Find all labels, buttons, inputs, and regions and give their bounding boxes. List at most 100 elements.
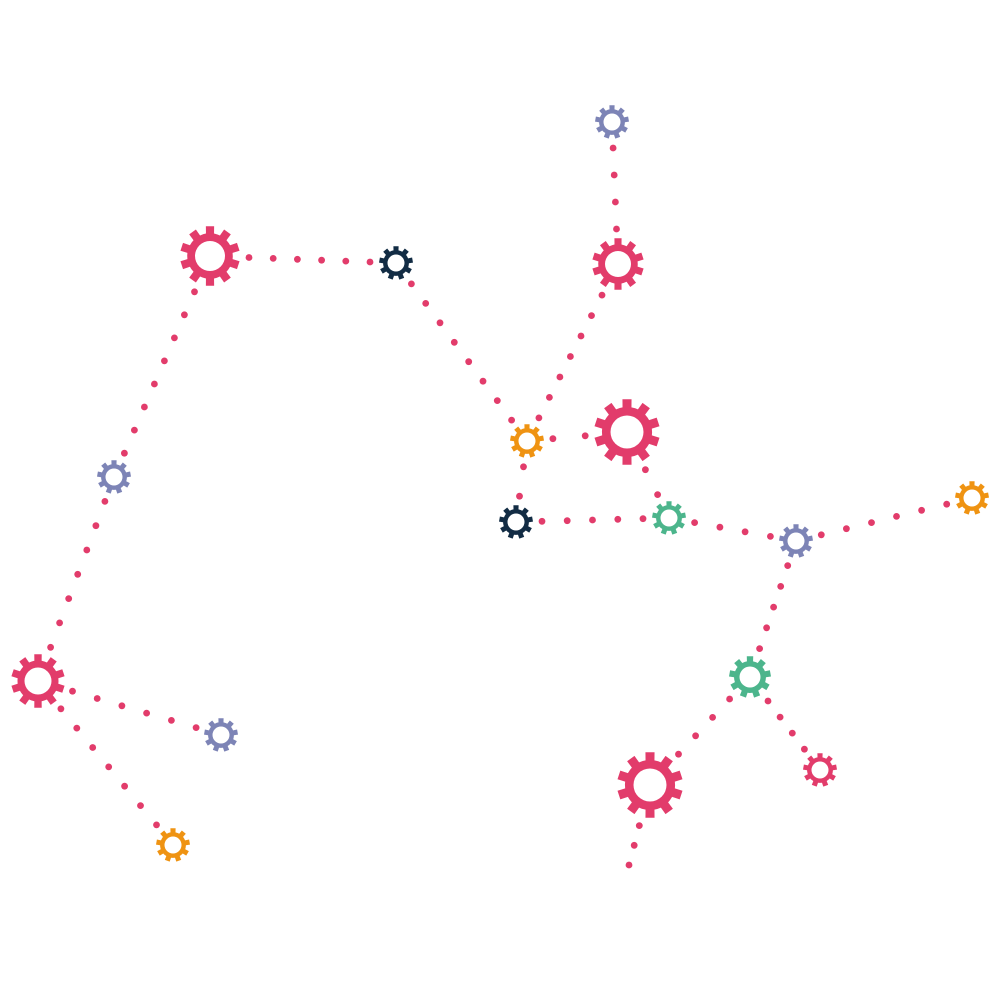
link-dot	[69, 687, 76, 695]
link-dot	[726, 695, 733, 703]
link-dot	[612, 198, 619, 206]
gear-hole	[387, 254, 405, 272]
link-dot	[118, 702, 126, 710]
link-dot	[269, 255, 277, 262]
link-dot	[141, 403, 148, 411]
link-n3-n4	[609, 144, 620, 233]
gear-icon	[97, 460, 131, 494]
gear-icon	[510, 424, 544, 458]
link-dot	[588, 312, 595, 319]
link-dot	[436, 319, 444, 327]
link-dot	[763, 624, 770, 632]
link-n2-n5	[408, 280, 515, 424]
link-dot	[776, 713, 784, 721]
link-dot	[654, 491, 661, 498]
link-dot	[610, 171, 618, 179]
link-dot	[546, 394, 553, 401]
link-dot	[535, 414, 543, 422]
link-dot	[161, 357, 168, 365]
link-dot	[563, 517, 571, 525]
link-dot	[598, 291, 606, 299]
link-dot	[73, 724, 81, 732]
link-dot	[567, 353, 574, 360]
link-dot	[479, 377, 487, 385]
gear-hole	[105, 468, 123, 486]
link-dot	[868, 519, 875, 526]
link-dot	[56, 619, 63, 627]
link-dot	[450, 338, 458, 346]
gear-hole	[195, 241, 225, 271]
link-dot	[817, 531, 825, 539]
link-dot	[784, 562, 792, 569]
link-dot	[342, 257, 350, 265]
link-dot	[121, 782, 128, 790]
link-n1-n2	[245, 254, 374, 266]
link-dot	[691, 519, 698, 526]
link-dot	[143, 709, 151, 717]
link-dot	[92, 522, 100, 530]
link-dot	[918, 506, 925, 514]
link-dot	[770, 603, 777, 611]
link-dot	[171, 334, 178, 342]
link-dot	[294, 255, 301, 263]
gear-icon	[499, 505, 533, 539]
link-dot	[105, 763, 113, 771]
link-dot	[943, 500, 951, 508]
link-dot	[83, 546, 91, 554]
gear-hole	[787, 532, 805, 550]
gear-hole	[212, 726, 230, 744]
link-dot	[245, 254, 253, 261]
gear-hole	[24, 667, 52, 695]
gear-icon	[955, 481, 989, 515]
link-dot	[366, 258, 374, 266]
gear-hole	[610, 415, 644, 449]
gear-icon	[729, 656, 771, 698]
gear-icon	[11, 654, 65, 708]
link-dot	[516, 492, 523, 500]
link-dot	[709, 714, 716, 721]
nodes-layer	[11, 105, 989, 862]
link-dot	[893, 513, 900, 520]
link-n1-n14	[121, 288, 198, 457]
link-dot	[635, 822, 643, 829]
gear-icon	[652, 501, 686, 535]
link-dot	[843, 525, 850, 533]
link-n8-n9	[691, 519, 774, 540]
link-dot	[692, 732, 699, 740]
link-dot	[408, 280, 415, 288]
link-dot	[74, 570, 82, 578]
link-n6-n8	[642, 466, 661, 498]
link-n15-n17	[57, 705, 160, 829]
link-dot	[57, 705, 65, 713]
link-dot	[191, 288, 198, 296]
gear-icon	[379, 246, 413, 280]
gear-hole	[164, 836, 182, 854]
link-dot	[318, 256, 325, 264]
link-dot	[741, 528, 749, 536]
link-dot	[181, 311, 188, 319]
link-n5-n7	[516, 463, 527, 500]
link-n11-n13	[675, 695, 733, 758]
gear-icon	[180, 226, 240, 286]
gear-icon	[204, 718, 238, 752]
link-dot	[151, 380, 158, 388]
link-n7-n8	[538, 515, 647, 525]
gear-hole	[603, 113, 621, 131]
link-dot	[89, 744, 97, 751]
link-dot	[801, 745, 808, 753]
link-dot	[549, 435, 557, 443]
link-n4-n5	[535, 291, 606, 422]
link-n9-n10	[817, 500, 951, 539]
link-dot	[422, 300, 430, 307]
gear-icon	[617, 752, 683, 818]
link-dot	[192, 724, 200, 731]
link-dot	[589, 516, 596, 524]
gear-hole	[507, 513, 525, 531]
link-dot	[93, 695, 101, 702]
gear-icon	[592, 238, 644, 290]
link-dot	[716, 523, 724, 531]
links-layer	[47, 144, 951, 869]
link-dot	[556, 373, 564, 381]
